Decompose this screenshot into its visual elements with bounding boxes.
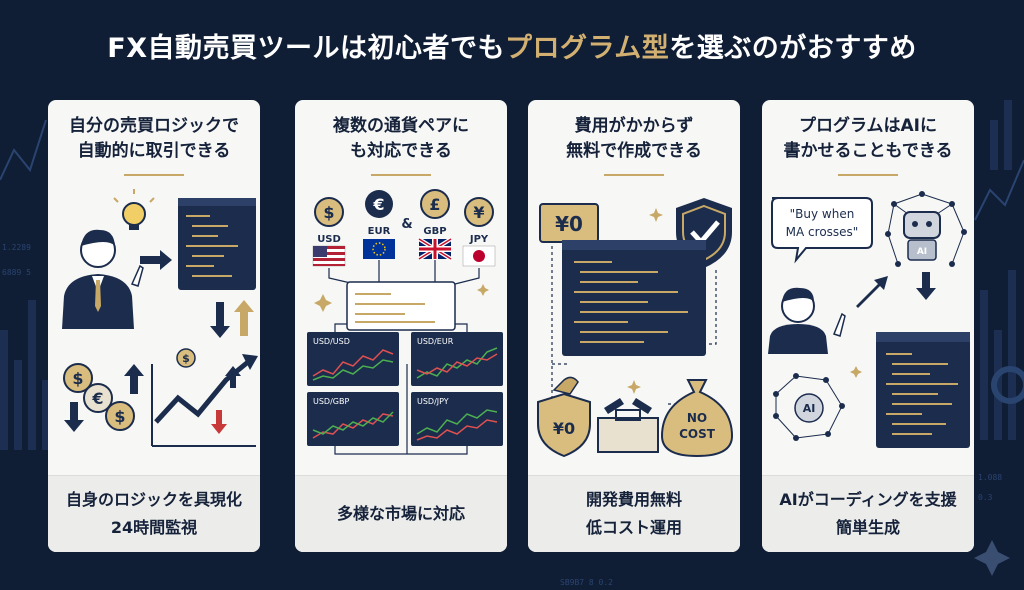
wrench-shield-icon: ¥0 [537,376,591,458]
us-flag-icon [312,245,346,267]
svg-text:€: € [91,389,103,408]
chart-panel-usd-jpy: USD/JPY [411,392,503,446]
card-heading: プログラムはAIに 書かせることもできる [783,116,953,161]
toolbox-icon [597,398,659,453]
divider [371,174,431,176]
svg-text:¥: ¥ [473,203,484,222]
svg-text:£: £ [429,195,440,214]
card-footer: 多様な市場に対応 [295,475,507,552]
code-window-icon [876,332,970,448]
ai-network-icon: AI [773,373,845,441]
card-heading: 複数の通貨ペアに も対応できる [333,116,469,161]
svg-text:USD/JPY: USD/JPY [417,397,449,406]
svg-text:AI: AI [917,247,927,257]
svg-text:NO: NO [687,411,707,425]
dollar-coin-icon [314,197,344,227]
card-footer: AIがコーディングを支援 簡単生成 [762,475,974,552]
svg-text:0.3: 0.3 [978,493,993,502]
money-bag-icon: NO COST [660,379,734,458]
page-title: FX自動売買ツールは初心者でもプログラム型を選ぶのがおすすめ [107,33,917,64]
svg-text:"Buy when: "Buy when [790,207,855,221]
divider [838,174,898,176]
title-accent: プログラム型 [505,33,670,64]
growth-chart-icon: $ [151,348,258,447]
card-heading: 費用がかからず 無料で作成できる [566,116,702,161]
robot-icon: AI [885,191,967,267]
chart-panel-usd-gbp: USD/GBP [307,392,399,446]
svg-text:¥0: ¥0 [555,212,583,236]
svg-text:¥0: ¥0 [553,419,575,438]
divider [604,174,664,176]
card-heading: 自分の売買ロジックで 自動的に取引できる [69,116,239,161]
card-multi-currency: 複数の通貨ペアに も対応できる $ € £ ¥ & USD EUR GBP JP… [295,100,507,552]
card-ai-coding: プログラムはAIに 書かせることもできる "Buy when MA crosse… [762,100,974,552]
svg-text:6889 5: 6889 5 [2,268,31,277]
svg-text:$: $ [182,352,190,365]
svg-text:&: & [401,217,412,232]
svg-text:COST: COST [679,427,716,441]
card-footer: 開発費用無料 低コスト運用 [528,475,740,552]
japan-flag-icon [462,245,496,267]
svg-text:EUR: EUR [368,226,391,237]
svg-text:AI: AI [803,402,816,415]
pound-coin-icon [420,189,450,219]
svg-text:$: $ [72,369,83,388]
svg-text:USD/USD: USD/USD [313,337,350,346]
illustration-free: ¥0 [537,198,734,458]
chart-panel-usd-usd: USD/USD [307,332,399,386]
person-icon [768,287,846,354]
euro-coin-icon [365,190,393,218]
eu-flag-icon [363,239,395,259]
chart-panel-usd-eur: USD/EUR [411,332,503,386]
svg-text:USD/GBP: USD/GBP [313,397,349,406]
card-custom-logic: 自分の売買ロジックで 自動的に取引できる [48,100,260,552]
svg-text:€: € [372,195,384,214]
svg-text:$: $ [323,203,334,222]
svg-text:GBP: GBP [423,226,446,237]
svg-text:$: $ [114,407,125,426]
uk-flag-icon [417,237,453,261]
illustration-ai: "Buy when MA crosses" AI [768,191,970,448]
svg-text:1.2289: 1.2289 [2,243,31,252]
svg-text:MA crosses": MA crosses" [786,225,859,239]
code-window-icon [178,198,256,290]
svg-text:1.088: 1.088 [978,473,1002,482]
yen-coin-icon [464,197,494,227]
illustration-logic: $ € $ $ [62,189,258,447]
illustration-currencies: $ € £ ¥ & USD EUR GBP JPY [307,189,503,455]
svg-text:JPY: JPY [469,234,489,245]
lightbulb-icon [113,189,155,230]
code-window-icon [562,240,706,356]
card-free-cost: 費用がかからず 無料で作成できる ¥0 [528,100,740,552]
card-footer: 自身のロジックを具現化 24時間監視 [48,475,260,552]
person-icon [62,229,144,329]
speech-bubble-icon: "Buy when MA crosses" [771,197,873,264]
coin-icons: $ € $ [63,363,135,431]
divider [124,174,184,176]
svg-text:SB9B7 8 0.2: SB9B7 8 0.2 [560,578,613,587]
svg-text:USD/EUR: USD/EUR [417,337,454,346]
svg-text:USD: USD [317,234,341,245]
